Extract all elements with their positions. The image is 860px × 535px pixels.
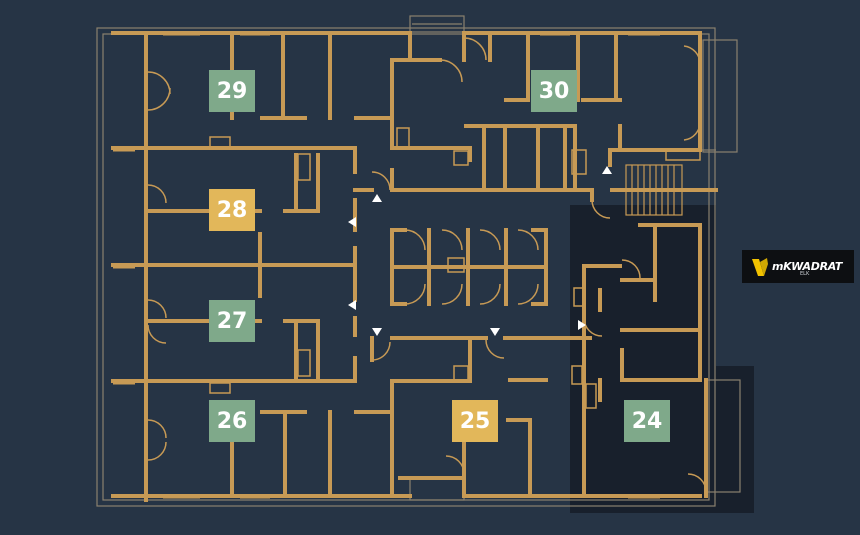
unit-badge-27[interactable]: 27 bbox=[209, 300, 255, 342]
arrow-down-icon bbox=[372, 328, 382, 336]
arrow-left-icon bbox=[348, 300, 356, 310]
arrow-left-icon bbox=[348, 217, 356, 227]
entrance-arrows bbox=[348, 166, 612, 336]
building-icon bbox=[752, 257, 768, 276]
unit-badge-25[interactable]: 25 bbox=[452, 400, 498, 442]
selected-unit-area[interactable] bbox=[570, 205, 754, 513]
developer-logo: mKWADRAT ELK bbox=[742, 250, 854, 283]
arrow-down-icon bbox=[490, 328, 500, 336]
unit-badge-29[interactable]: 29 bbox=[209, 70, 255, 112]
unit-badge-24[interactable]: 24 bbox=[624, 400, 670, 442]
unit-badge-30[interactable]: 30 bbox=[531, 70, 577, 112]
logo-text: mKWADRAT bbox=[772, 260, 843, 273]
staircase bbox=[625, 164, 683, 216]
arrow-right-icon bbox=[578, 320, 586, 330]
unit-badge-28[interactable]: 28 bbox=[209, 189, 255, 231]
arrow-up-icon bbox=[602, 166, 612, 174]
unit-badge-26[interactable]: 26 bbox=[209, 400, 255, 442]
windows bbox=[113, 32, 660, 499]
arrow-up-icon bbox=[372, 194, 382, 202]
service-shafts bbox=[209, 127, 701, 409]
logo-subtext: ELK bbox=[800, 271, 810, 277]
doors bbox=[147, 37, 707, 493]
